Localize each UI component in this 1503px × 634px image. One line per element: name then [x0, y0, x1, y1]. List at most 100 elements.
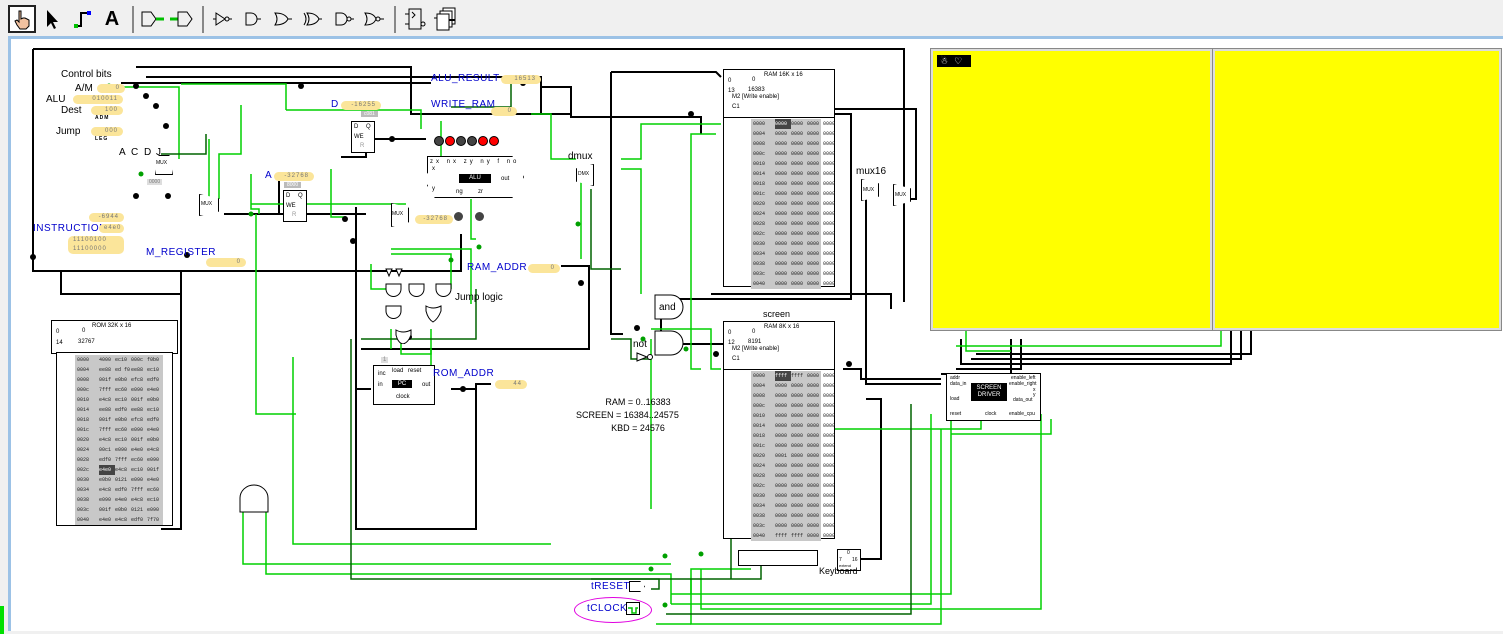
memory-cell[interactable]: 8000 [791, 453, 804, 459]
memory-cell[interactable]: 0000 [807, 151, 820, 157]
memory-cell[interactable]: 0000 [791, 473, 804, 479]
memory-cell[interactable]: ee88 [131, 407, 144, 413]
memory-cell[interactable]: 0000 [791, 433, 804, 439]
memory-cell[interactable]: e090 [131, 427, 144, 433]
memory-cell[interactable]: 0000 [807, 463, 820, 469]
memory-cell[interactable]: 0000 [823, 261, 836, 267]
memory-cell[interactable]: 0121 [131, 507, 144, 513]
memory-cell[interactable]: e090 [147, 507, 160, 513]
memory-cell[interactable]: e4c8 [115, 517, 128, 523]
memory-cell[interactable]: 0000 [823, 423, 836, 429]
or-gate-button[interactable] [268, 5, 296, 33]
memory-cell[interactable]: 001f [131, 397, 144, 403]
memory-cell[interactable]: e0b0 [147, 397, 160, 403]
memory-cell[interactable]: 0000 [791, 231, 804, 237]
memory-cell[interactable]: 0000 [775, 403, 788, 409]
memory-cell[interactable]: 0000 [791, 181, 804, 187]
memory-cell[interactable]: ec60 [131, 457, 144, 463]
memory-cell[interactable]: 0000 [823, 201, 836, 207]
memory-cell[interactable]: ec10 [131, 467, 144, 473]
memory-cell[interactable]: 0000 [791, 483, 804, 489]
memory-cell[interactable]: e4e0 [99, 465, 115, 475]
memory-cell[interactable]: 0000 [775, 241, 788, 247]
output-pin-button[interactable] [168, 5, 196, 33]
memory-cell[interactable]: 0000 [807, 131, 820, 137]
memory-cell[interactable]: efc8 [131, 377, 144, 383]
memory-cell[interactable]: 0121 [115, 477, 128, 483]
memory-cell[interactable]: 0000 [775, 493, 788, 499]
memory-cell[interactable]: 0000 [775, 503, 788, 509]
memory-cell[interactable]: 0000 [807, 121, 820, 127]
memory-cell[interactable]: 0000 [775, 413, 788, 419]
memory-cell[interactable]: 0000 [791, 503, 804, 509]
memory-cell[interactable]: e4e0 [147, 427, 160, 433]
memory-cell[interactable]: 0000 [823, 131, 836, 137]
memory-cell[interactable]: 0000 [823, 151, 836, 157]
memory-cell[interactable]: 0000 [807, 413, 820, 419]
memory-cell[interactable]: 0000 [807, 503, 820, 509]
memory-cell[interactable]: 7fff [99, 427, 112, 433]
memory-cell[interactable]: 0000 [807, 241, 820, 247]
memory-cell[interactable]: e0b0 [115, 507, 128, 513]
memory-cell[interactable]: 0000 [823, 493, 836, 499]
memory-cell[interactable]: 0000 [807, 523, 820, 529]
memory-cell[interactable]: 0000 [775, 221, 788, 227]
memory-cell[interactable]: 0000 [807, 221, 820, 227]
memory-cell[interactable]: e4e0 [147, 387, 160, 393]
memory-cell[interactable]: 0000 [807, 513, 820, 519]
memory-cell[interactable]: edf0 [147, 417, 160, 423]
memory-cell[interactable]: edf0 [131, 517, 144, 523]
memory-cell[interactable]: 0000 [791, 423, 804, 429]
memory-cell[interactable]: 0000 [807, 393, 820, 399]
memory-cell[interactable]: 0000 [791, 493, 804, 499]
memory-cell[interactable]: ec10 [115, 397, 128, 403]
memory-cell[interactable]: 0000 [791, 271, 804, 277]
memory-cell[interactable]: 0000 [823, 523, 836, 529]
memory-cell[interactable]: ec10 [147, 367, 160, 373]
memory-cell[interactable]: 0000 [807, 191, 820, 197]
memory-cell[interactable]: 0000 [823, 271, 836, 277]
memory-cell[interactable]: 0000 [791, 221, 804, 227]
memory-cell[interactable]: 0000 [791, 413, 804, 419]
memory-cell[interactable]: 0000 [791, 161, 804, 167]
memory-cell[interactable]: 0000 [775, 211, 788, 217]
memory-cell[interactable]: 0000 [775, 131, 788, 137]
memory-cell[interactable]: 0000 [775, 231, 788, 237]
memory-cell[interactable]: 0000 [823, 383, 836, 389]
memory-cell[interactable]: 0000 [791, 443, 804, 449]
memory-cell[interactable]: 001f [99, 417, 112, 423]
memory-cell[interactable]: edf0 [99, 457, 112, 463]
memory-cell[interactable]: 0000 [823, 221, 836, 227]
memory-cell[interactable]: edf0 [147, 377, 160, 383]
memory-cell[interactable]: f0b0 [147, 357, 160, 363]
memory-cell[interactable]: 0000 [791, 191, 804, 197]
memory-cell[interactable]: 0000 [807, 473, 820, 479]
and-gate-button[interactable] [238, 5, 266, 33]
memory-cell[interactable]: ed f0 [115, 367, 131, 373]
memory-cell[interactable]: 0000 [775, 271, 788, 277]
memory-cell[interactable]: efc8 [131, 417, 144, 423]
memory-cell[interactable]: 0000 [823, 403, 836, 409]
memory-cell[interactable]: 0000 [807, 373, 820, 379]
memory-cell[interactable]: 0000 [791, 251, 804, 257]
memory-cell[interactable]: edf0 [115, 487, 128, 493]
memory-cell[interactable]: 0000 [791, 281, 804, 287]
am-input[interactable]: 0 [97, 84, 125, 93]
memory-cell[interactable]: ee88 [99, 407, 112, 413]
memory-cell[interactable]: 0000 [823, 211, 836, 217]
memory-cell[interactable]: 0000 [823, 141, 836, 147]
memory-cell[interactable]: 0000 [775, 523, 788, 529]
memory-cell[interactable]: 0000 [791, 513, 804, 519]
memory-cell[interactable]: 0000 [823, 503, 836, 509]
memory-cell[interactable]: 7fff [115, 457, 128, 463]
flip-flop-button[interactable] [402, 5, 430, 33]
memory-cell[interactable]: 0000 [775, 141, 788, 147]
memory-cell[interactable]: ec60 [147, 487, 160, 493]
memory-cell[interactable]: e4e0 [99, 517, 112, 523]
memory-cell[interactable]: 0000 [823, 251, 836, 257]
memory-cell[interactable]: 0000 [823, 181, 836, 187]
memory-cell[interactable]: ec10 [115, 437, 128, 443]
memory-cell[interactable]: e4c8 [147, 447, 160, 453]
memory-cell[interactable]: 0000 [823, 463, 836, 469]
poke-tool-button[interactable] [8, 5, 36, 33]
